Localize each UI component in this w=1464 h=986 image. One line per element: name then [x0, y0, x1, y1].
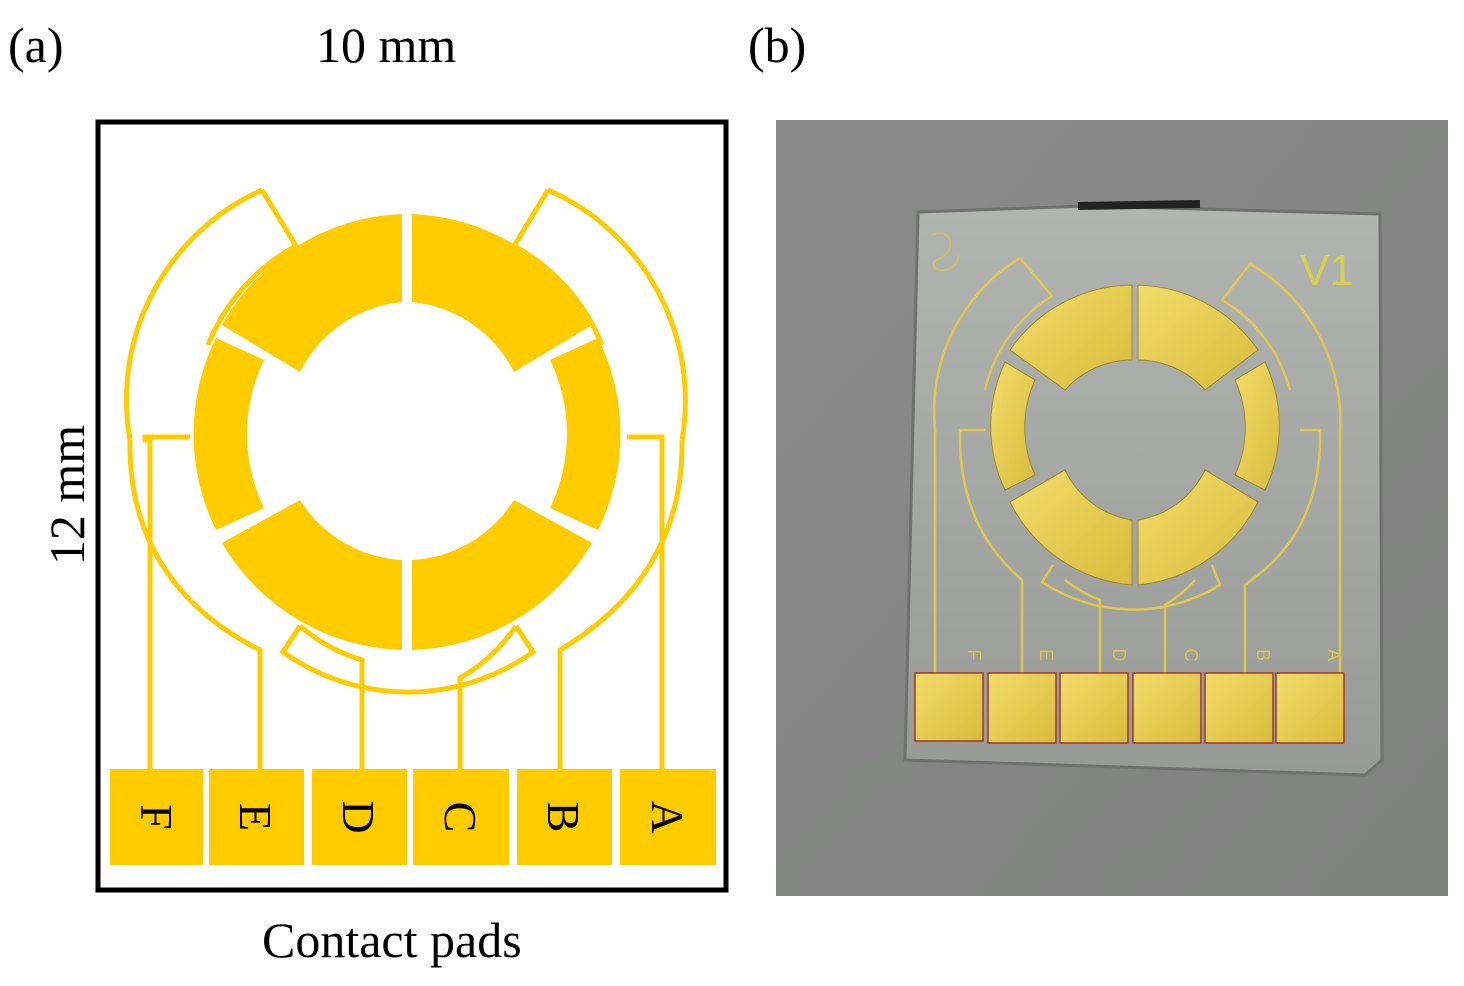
trace-a — [627, 434, 665, 770]
segment-left — [193, 338, 264, 530]
trace-e — [127, 439, 263, 770]
photo-traces — [932, 256, 1342, 673]
trace-right-outer — [546, 187, 688, 441]
pad-letter-a: A — [642, 800, 693, 833]
trace-b — [557, 439, 685, 770]
contact-pads — [110, 769, 716, 865]
trace-c — [457, 624, 519, 770]
segment-right — [550, 338, 621, 530]
trace-left-top — [205, 188, 300, 346]
pad-letters: F E D C B A — [131, 800, 693, 833]
pad-f — [110, 769, 203, 865]
pad-d — [312, 769, 407, 865]
slide-edge-mark — [1077, 200, 1201, 210]
segment-bottom-left — [222, 500, 402, 650]
ring-electrodes — [193, 214, 621, 650]
panel-a-label: (a) — [8, 17, 64, 73]
contact-pads-caption: Contact pads — [262, 912, 522, 968]
photo-pad-letters: F E D C B A — [964, 649, 1344, 662]
trace-left-outer — [123, 187, 264, 441]
pad-letter-e: E — [230, 803, 281, 831]
segment-top-right — [412, 214, 592, 372]
pad-letter-d: D — [333, 800, 384, 833]
photo-letter-a: A — [1324, 649, 1344, 661]
photo-letter-f: F — [964, 650, 984, 661]
photo-ring — [990, 284, 1280, 586]
trace-f — [142, 434, 190, 770]
pad-letter-f: F — [131, 804, 182, 830]
photo-letter-c: C — [1181, 649, 1201, 662]
trace-bottom-guard — [279, 624, 537, 695]
photo-pads — [914, 672, 1345, 744]
photo-letter-b: B — [1253, 649, 1273, 661]
pad-letter-b: B — [538, 802, 589, 833]
trace-d — [298, 624, 365, 770]
pad-e — [209, 769, 304, 865]
pad-b — [517, 769, 612, 865]
scribble-mark — [931, 232, 959, 272]
width-dimension-label: 10 mm — [316, 17, 457, 73]
segment-top-left — [222, 214, 402, 372]
photo-letter-e: E — [1036, 649, 1056, 661]
chip-marking: V1 — [1300, 246, 1354, 295]
photo-letter-d: D — [1109, 649, 1129, 662]
traces — [123, 187, 688, 770]
pad-c — [413, 769, 509, 865]
pad-a — [620, 769, 716, 865]
segment-bottom-right — [412, 500, 592, 650]
pad-letter-c: C — [435, 802, 486, 833]
panel-b-label: (b) — [748, 17, 807, 73]
